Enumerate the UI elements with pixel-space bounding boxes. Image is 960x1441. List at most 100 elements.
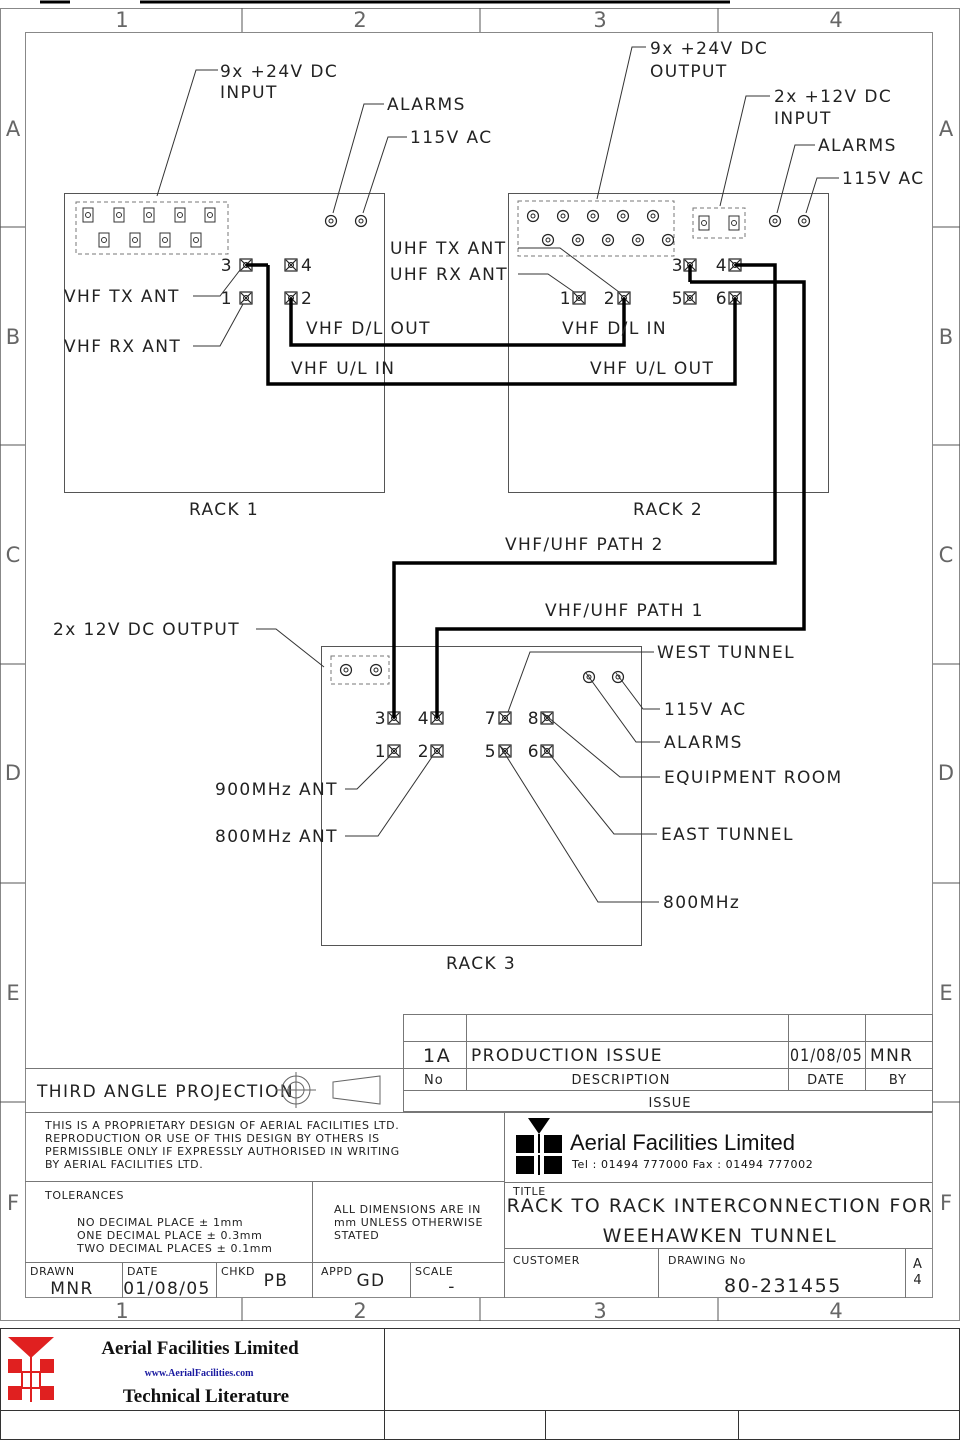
rack-3-port-label-7: 7: [485, 709, 497, 729]
drawing-no: 80-231455: [724, 1275, 842, 1297]
footer-logo: [8, 1337, 54, 1402]
tolerance-line-2: ONE DECIMAL PLACE ± 0.3mm: [77, 1229, 262, 1242]
footer-company: Aerial Facilities Limited: [101, 1338, 299, 1359]
rack-2-dc-input-label-2: INPUT: [774, 109, 832, 129]
rack-2-port-label-5: 5: [672, 289, 684, 309]
band-800-label: 800MHz: [663, 893, 740, 913]
rack-2: 3 4 1 2 5 6 RACK 2 9x +24V DC OUTPUT 2x …: [390, 39, 923, 520]
path-1-label: VHF/UHF PATH 1: [545, 601, 704, 621]
rack-2-dc-output-block: [517, 200, 675, 257]
grid-col-4-bottom: 4: [829, 1299, 842, 1323]
east-tunnel-label: EAST TUNNEL: [661, 825, 794, 845]
rack-2-port-label-4: 4: [716, 256, 728, 276]
rack-2-port-label-1: 1: [560, 289, 572, 309]
drawn-value: MNR: [50, 1279, 93, 1299]
rack-1-alarm-terminal: [324, 214, 338, 228]
rack-2-port-label-3: 3: [672, 256, 684, 276]
proprietary-line-4: BY AERIAL FACILITIES LTD.: [45, 1158, 203, 1171]
revision-date: 01/08/05: [790, 1046, 863, 1066]
grid-row-c-right: C: [939, 543, 954, 567]
revision-by: MNR: [870, 1046, 913, 1066]
page-footer: Aerial Facilities Limited www.AerialFaci…: [0, 1328, 960, 1440]
grid-row-b: B: [6, 325, 20, 349]
grid-col-1-bottom: 1: [115, 1299, 128, 1323]
grid-row-e-right: E: [939, 981, 952, 1005]
rack-1-port-label-2: 2: [301, 289, 313, 309]
grid-row-e: E: [6, 981, 19, 1005]
rack-3-port-label-4: 4: [418, 709, 430, 729]
rack-3-label: RACK 3: [446, 954, 516, 974]
dimensions-line-3: STATED: [334, 1229, 379, 1242]
rack-1-dc-input-block: [75, 201, 229, 255]
drawn-label: DRAWN: [30, 1265, 75, 1278]
rack-2-ac-terminal: [797, 214, 811, 228]
revision-table: 1A PRODUCTION ISSUE 01/08/05 MNR No DESC…: [403, 1014, 933, 1112]
rack-2-port-5: [683, 291, 697, 305]
drawing-title-line-2: WEEHAWKEN TUNNEL: [603, 1225, 838, 1247]
projection-label: THIRD ANGLE PROJECTION: [36, 1082, 294, 1102]
rack-1-alarms-label: ALARMS: [387, 95, 466, 115]
rack-3-port-label-1: 1: [375, 742, 387, 762]
ant-800-label: 800MHz ANT: [215, 827, 338, 847]
rack-1-port-4: [284, 258, 298, 272]
date-label: DATE: [127, 1265, 158, 1278]
tolerances-label: TOLERANCES: [44, 1189, 124, 1202]
vhf-dl-out-label: VHF D/L OUT: [306, 319, 431, 339]
title-block: THIS IS A PROPRIETARY DESIGN OF AERIAL F…: [25, 1112, 932, 1299]
grid-row-a-right: A: [939, 117, 954, 141]
scale-label: SCALE: [415, 1265, 453, 1278]
vhf-dl-in-label: VHF D/L IN: [562, 319, 667, 339]
rack-2-dc-input-label-1: 2x +12V DC: [774, 87, 892, 107]
date-value: 01/08/05: [123, 1279, 211, 1299]
proprietary-line-2: REPRODUCTION OR USE OF THIS DESIGN BY OT…: [45, 1132, 380, 1145]
rack-3-port-8: [540, 711, 554, 725]
drawing-no-label: DRAWING No: [668, 1254, 746, 1267]
dimensions-line-1: ALL DIMENSIONS ARE IN: [334, 1203, 481, 1216]
rack-3-port-label-5: 5: [485, 742, 497, 762]
vhf-ul-in-label: VHF U/L IN: [291, 359, 395, 379]
rack-1-dc-input-label-2: INPUT: [220, 83, 278, 103]
rack-1-port-label-3: 3: [221, 256, 233, 276]
rack-3-alarms-label: ALARMS: [664, 733, 743, 753]
title-label: TITLE: [512, 1185, 546, 1198]
grid-col-2-bottom: 2: [353, 1299, 366, 1323]
chkd-value: PB: [264, 1271, 289, 1291]
customer-label: CUSTOMER: [513, 1254, 580, 1267]
grid-col-2: 2: [353, 8, 366, 32]
grid-col-3: 3: [593, 8, 606, 32]
vhf-uhf-paths: VHF/UHF PATH 2 VHF/UHF PATH 1: [392, 263, 806, 718]
company-logo: [514, 1118, 564, 1175]
company-name: Aerial Facilities Limited: [570, 1130, 795, 1155]
rack-2-outline: [508, 193, 829, 493]
grid-row-c: C: [6, 543, 21, 567]
rack-3-port-label-8: 8: [528, 709, 540, 729]
vhf-link-cables: VHF D/L OUT VHF D/L IN VHF U/L IN VHF U/…: [246, 263, 737, 386]
rack-2-dc-output-label-1: 9x +24V DC: [650, 39, 768, 59]
proprietary-line-3: PERMISSIBLE ONLY IF EXPRESSLY AUTHORISED…: [45, 1145, 400, 1158]
rack-3-port-2: [430, 744, 444, 758]
vhf-ul-out-label: VHF U/L OUT: [590, 359, 714, 379]
revision-hdr-description: DESCRIPTION: [572, 1073, 671, 1088]
rack-2-port-label-6: 6: [716, 289, 728, 309]
rack-1-port-label-1: 1: [221, 289, 233, 309]
grid-row-d: D: [5, 761, 21, 785]
revision-hdr-no: No: [424, 1073, 444, 1088]
rack-2-alarms-label: ALARMS: [818, 136, 897, 156]
grid-col-4: 4: [829, 8, 842, 32]
proprietary-line-1: THIS IS A PROPRIETARY DESIGN OF AERIAL F…: [44, 1119, 399, 1132]
rack-2-dc-input-block: [692, 207, 746, 239]
footer-url: www.AerialFacilities.com: [145, 1368, 255, 1379]
appd-label: APPD: [321, 1265, 353, 1278]
revision-hdr-date: DATE: [807, 1073, 845, 1088]
equipment-room-label: EQUIPMENT ROOM: [664, 768, 843, 788]
dimensions-line-2: mm UNLESS OTHERWISE: [334, 1216, 483, 1229]
rack-2-label: RACK 2: [633, 500, 703, 520]
sheet-size-number: 4: [913, 1273, 922, 1288]
projection-symbol: [276, 1072, 381, 1108]
revision-description: PRODUCTION ISSUE: [471, 1046, 663, 1066]
scale-value: -: [448, 1277, 456, 1297]
inner-frame: [25, 32, 933, 1298]
west-tunnel-label: WEST TUNNEL: [657, 643, 795, 663]
rack-1-port-1: [239, 291, 253, 305]
